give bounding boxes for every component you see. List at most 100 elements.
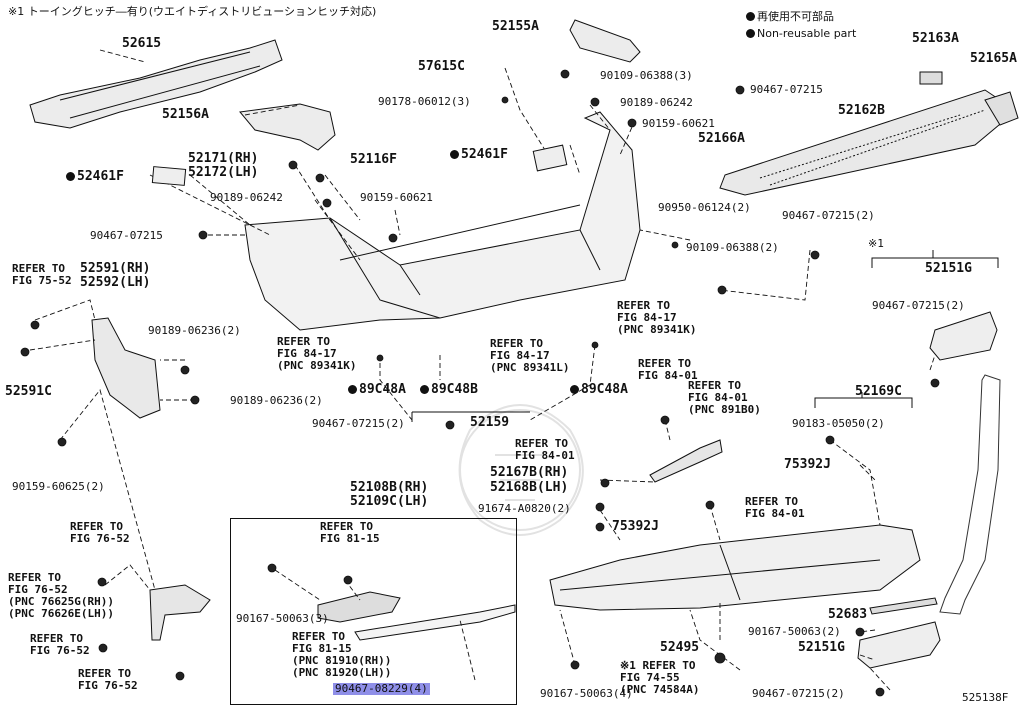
label-52461F-left-text: 52461F (77, 169, 124, 184)
label-52683[interactable]: 52683 (828, 607, 868, 622)
label-90467-07215-left[interactable]: 90467-07215 (90, 229, 163, 242)
label-89C48A-right-text: 89C48A (581, 382, 628, 397)
non-reusable-dot-icon (66, 172, 75, 181)
label-52151G-bottom[interactable]: 52151G (798, 640, 845, 655)
label-90159-60621-mid[interactable]: 90159-60621 (360, 191, 433, 204)
label-52169C[interactable]: 52169C (855, 384, 902, 399)
label-refer-74-55[interactable]: ※1 REFER TO FIG 74-55 (PNC 74584A) (620, 659, 700, 696)
label-52592[interactable]: 52592(LH) (80, 275, 151, 290)
label-90467-07215-2-right[interactable]: 90467-07215(2) (782, 209, 875, 222)
label-refer-75-52[interactable]: REFER TO FIG 75-52 (12, 262, 72, 287)
label-52109C[interactable]: 52109C(LH) (350, 494, 429, 509)
label-90950-06124[interactable]: 90950-06124(2) (658, 201, 751, 214)
label-52162B[interactable]: 52162B (838, 103, 885, 118)
label-75392J-a[interactable]: 75392J (784, 457, 831, 472)
label-90189-06236-2-b[interactable]: 90189-06236(2) (230, 394, 323, 407)
label-52166A[interactable]: 52166A (698, 131, 745, 146)
label-90467-07215-2-mid[interactable]: 90467-07215(2) (312, 417, 405, 430)
label-refer-81-15-a[interactable]: REFER TO FIG 81-15 (320, 520, 380, 545)
label-52615[interactable]: 52615 (122, 36, 162, 51)
label-90467-07215-2-box[interactable]: 90467-07215(2) (872, 299, 965, 312)
fastener (627, 118, 637, 128)
label-refer-84-17-b[interactable]: REFER TO FIG 84-17 (PNC 89341K) (277, 335, 357, 372)
fastener (714, 652, 726, 664)
label-refer-76-52-b[interactable]: REFER TO FIG 76-52 (PNC 76625G(RH)) (PNC… (8, 571, 114, 620)
label-52159[interactable]: 52159 (470, 415, 510, 430)
fastener (175, 671, 185, 681)
label-90178-06012[interactable]: 90178-06012(3) (378, 95, 471, 108)
label-89C48B[interactable]: 89C48B (420, 383, 478, 397)
label-90159-60621-top[interactable]: 90159-60621 (642, 117, 715, 130)
part-52591-bracket (91, 317, 161, 419)
label-90167-50063-4[interactable]: 90167-50063(4) (540, 687, 633, 700)
fastener (595, 502, 605, 512)
fastener (30, 320, 40, 330)
label-refer-76-52-c[interactable]: REFER TO FIG 76-52 (30, 632, 90, 657)
fastener (20, 347, 30, 357)
label-90189-06242-top[interactable]: 90189-06242 (620, 96, 693, 109)
label-52461F-left[interactable]: 52461F (66, 170, 124, 184)
non-reusable-dot-icon (348, 385, 357, 394)
watermark-emblem (458, 404, 584, 536)
fastener (267, 563, 277, 573)
transition-arrow (939, 374, 1001, 615)
fastener (388, 233, 398, 243)
label-52171[interactable]: 52171(RH) (188, 151, 259, 166)
part-52163A (919, 71, 943, 85)
label-89C48A-left[interactable]: 89C48A (348, 383, 406, 397)
label-90189-06236-2-a[interactable]: 90189-06236(2) (148, 324, 241, 337)
label-52168B[interactable]: 52168B(LH) (490, 480, 569, 495)
label-52156A[interactable]: 52156A (162, 107, 209, 122)
non-reusable-dot-icon (746, 12, 755, 21)
label-52108B[interactable]: 52108B(RH) (350, 480, 429, 495)
label-refer-84-01-c[interactable]: REFER TO FIG 84-01 (515, 437, 575, 462)
label-75392J-b[interactable]: 75392J (612, 519, 659, 534)
label-refer-84-01-b[interactable]: REFER TO FIG 84-01 (PNC 891B0) (688, 379, 761, 416)
label-90167-50063-2[interactable]: 90167-50063(2) (748, 625, 841, 638)
fastener (930, 378, 940, 388)
label-refer-84-17-c[interactable]: REFER TO FIG 84-17 (PNC 89341L) (490, 337, 570, 374)
label-refer-84-01-d[interactable]: REFER TO FIG 84-01 (745, 495, 805, 520)
label-89C48A-right[interactable]: 89C48A (570, 383, 628, 397)
part-reflector-strip (354, 604, 516, 641)
label-52151G-top[interactable]: 52151G (925, 261, 972, 276)
label-52591[interactable]: 52591(RH) (80, 261, 151, 276)
fastener (600, 478, 610, 488)
non-reusable-dot-icon (450, 150, 459, 159)
non-reusable-dot-icon (746, 29, 755, 38)
label-52495[interactable]: 52495 (660, 640, 700, 655)
label-52167B[interactable]: 52167B(RH) (490, 465, 569, 480)
label-90167-50063-3[interactable]: 90167-50063(3) (236, 612, 329, 625)
label-refer-84-17-a[interactable]: REFER TO FIG 84-17 (PNC 89341K) (617, 299, 697, 336)
label-52172[interactable]: 52172(LH) (188, 165, 259, 180)
label-52165A[interactable]: 52165A (970, 51, 1017, 66)
label-90159-60625[interactable]: 90159-60625(2) (12, 480, 105, 493)
part-52615-reinforcement (29, 39, 283, 129)
label-90467-07215-2-bottom[interactable]: 90467-07215(2) (752, 687, 845, 700)
part-52159-bumper-cover (244, 111, 641, 331)
label-90109-06388-2[interactable]: 90109-06388(2) (686, 241, 779, 254)
fastener (445, 420, 455, 430)
label-refer-76-52-a[interactable]: REFER TO FIG 76-52 (70, 520, 130, 545)
label-refer-84-01-a[interactable]: REFER TO FIG 84-01 (638, 357, 698, 382)
label-refer-76-52-d[interactable]: REFER TO FIG 76-52 (78, 667, 138, 692)
label-57615C[interactable]: 57615C (418, 59, 465, 74)
part-52165A (984, 91, 1019, 126)
label-90189-06242-left[interactable]: 90189-06242 (210, 191, 283, 204)
label-90467-08229-highlighted[interactable]: 90467-08229(4) (333, 682, 430, 695)
label-52163A[interactable]: 52163A (912, 31, 959, 46)
label-90109-06388-3[interactable]: 90109-06388(3) (600, 69, 693, 82)
part-mudflap (149, 584, 211, 641)
label-91674-A0820[interactable]: 91674-A0820(2) (478, 502, 571, 515)
label-52116F[interactable]: 52116F (350, 152, 397, 167)
label-52591C[interactable]: 52591C (5, 384, 52, 399)
part-52162B-step-pad (719, 89, 1006, 196)
label-52155A[interactable]: 52155A (492, 19, 539, 34)
label-refer-81-15-b[interactable]: REFER TO FIG 81-15 (PNC 81910(RH)) (PNC … (292, 630, 392, 679)
label-90467-07215-topright[interactable]: 90467-07215 (750, 83, 823, 96)
label-52461F-mid[interactable]: 52461F (450, 148, 508, 162)
label-90183-05050[interactable]: 90183-05050(2) (792, 417, 885, 430)
fastener (376, 354, 384, 362)
part-52151G-cover-top (929, 311, 998, 361)
